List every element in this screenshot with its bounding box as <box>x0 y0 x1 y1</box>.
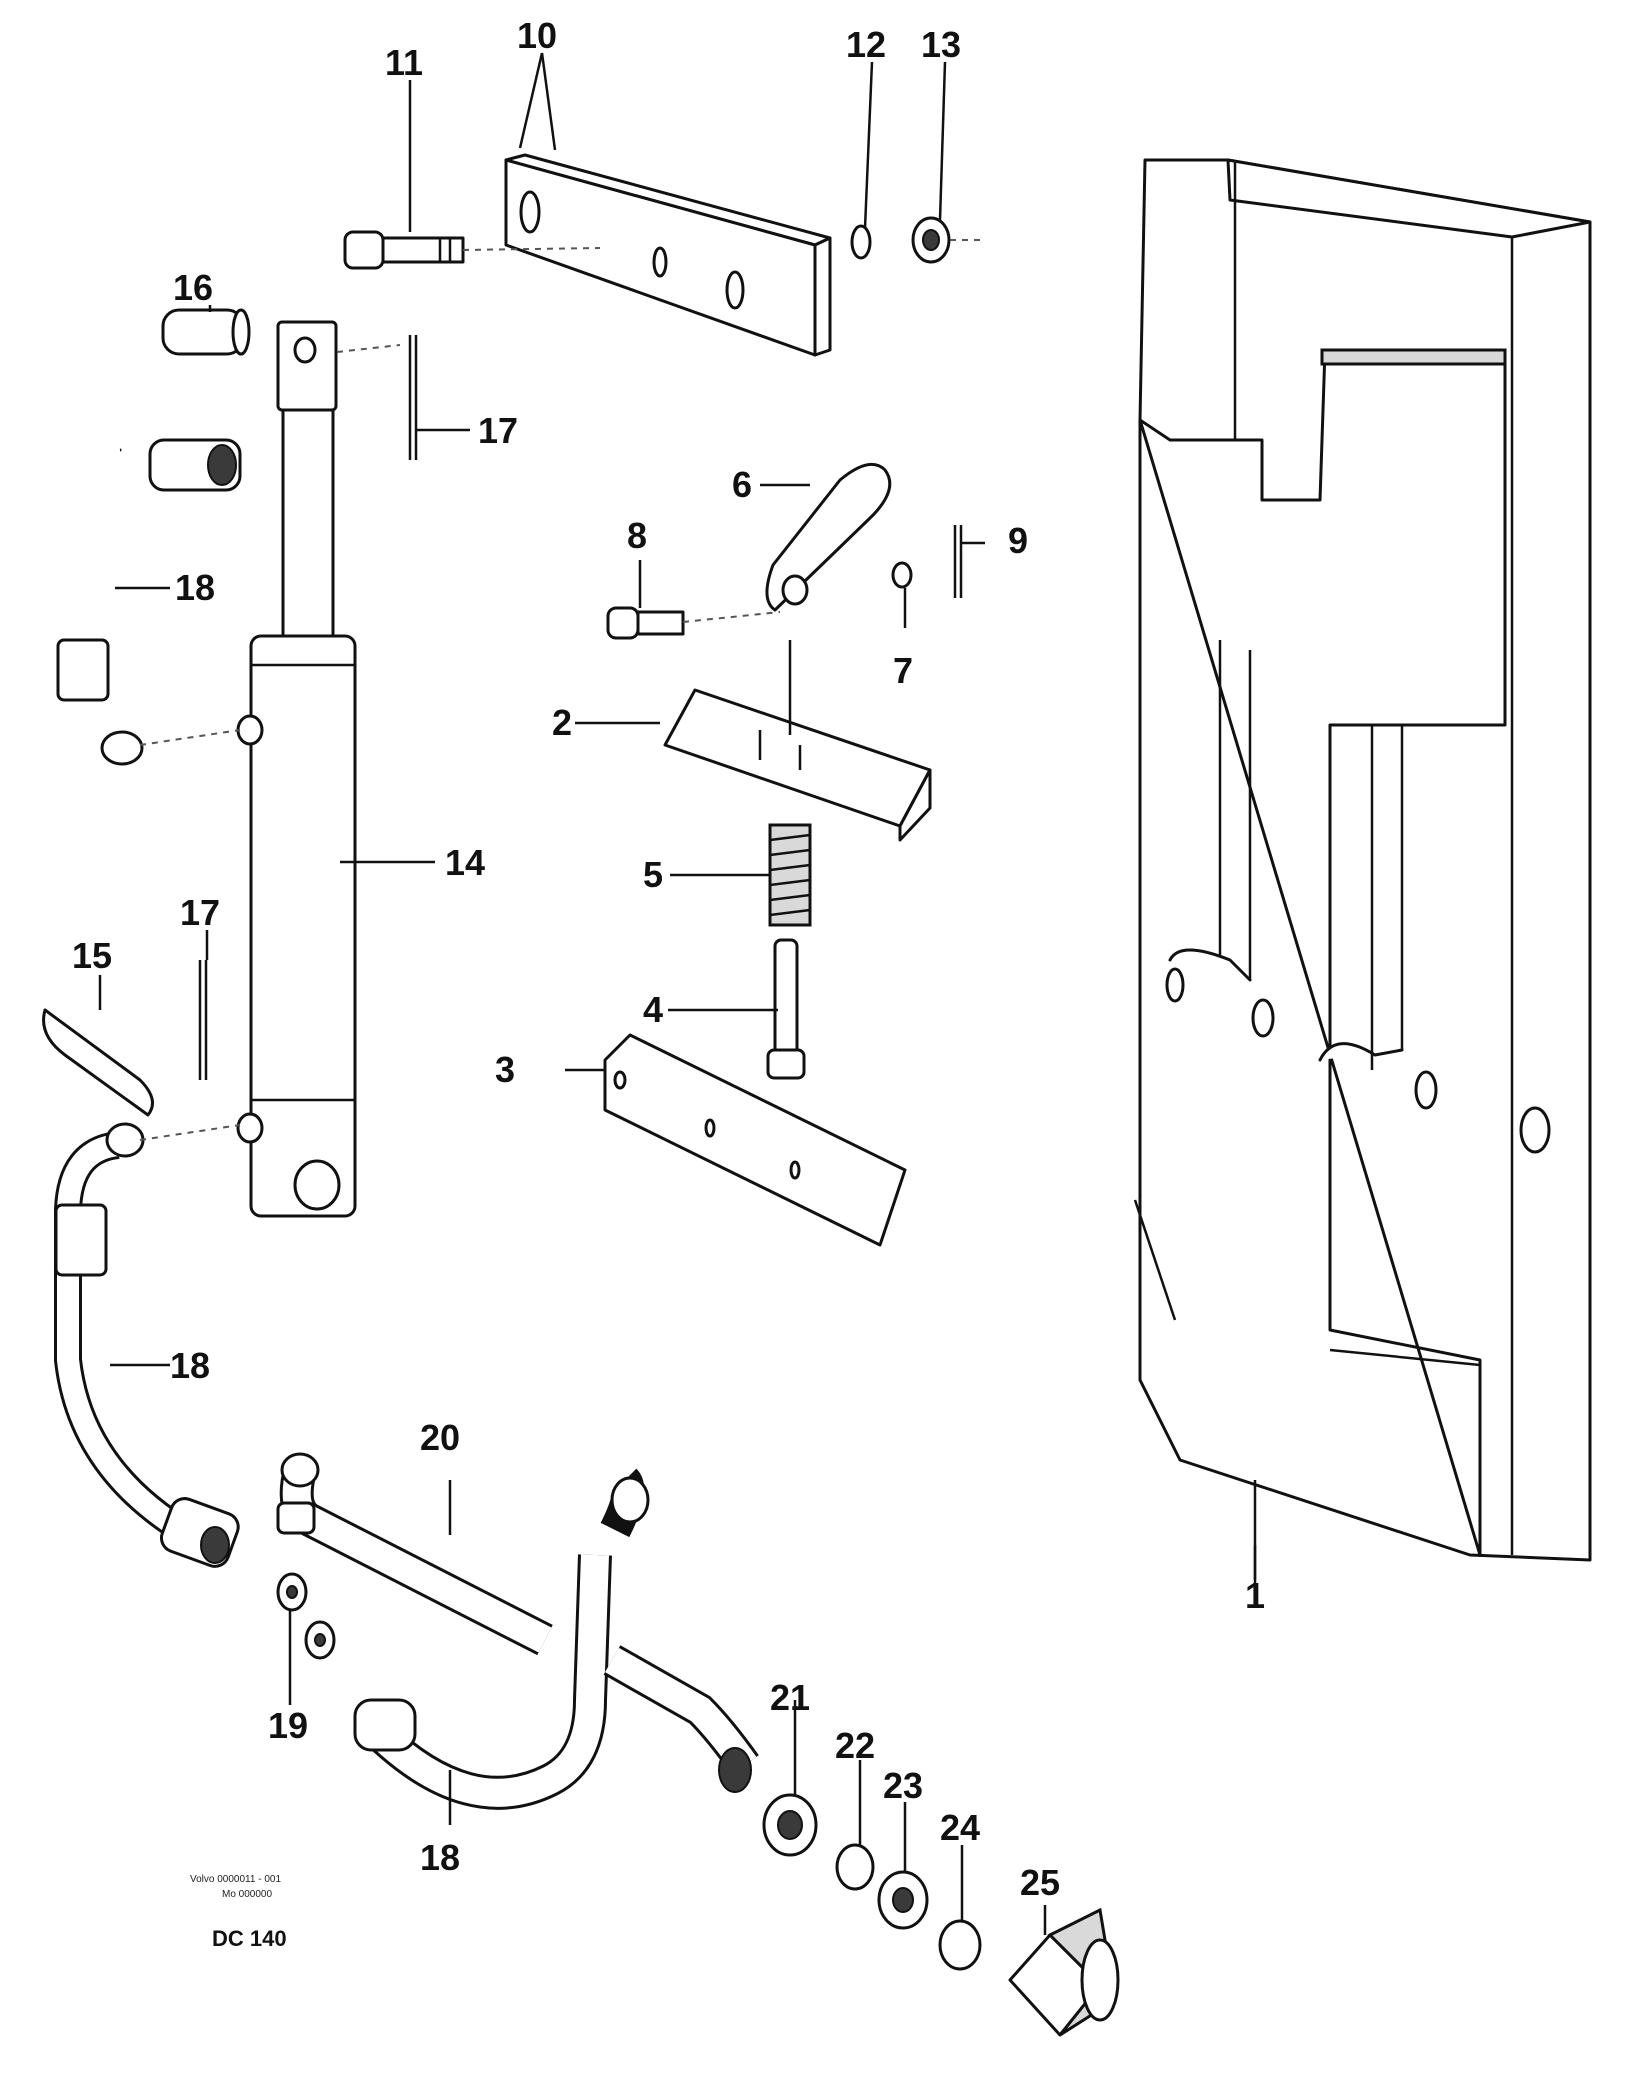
callout-4: 4 <box>643 989 663 1030</box>
lock-bar <box>663 640 932 842</box>
slotted-plate <box>504 153 832 357</box>
split-pin-upper <box>408 335 418 460</box>
callout-2: 2 <box>552 702 572 743</box>
coupling-nut <box>762 1793 818 1857</box>
callout-9: 9 <box>1008 520 1028 561</box>
callout-21: 21 <box>770 1677 810 1718</box>
guide-rail <box>603 1033 907 1247</box>
washer <box>850 224 872 260</box>
nipple <box>877 1870 929 1930</box>
callout-18a: 18 <box>175 567 215 608</box>
pin-upper <box>161 308 251 356</box>
callout-24: 24 <box>940 1807 980 1848</box>
callout-10: 10 <box>517 15 557 56</box>
hose-upper <box>56 438 242 766</box>
callout-12: 12 <box>846 24 886 65</box>
callout-23: 23 <box>883 1765 923 1806</box>
callout-18c: 18 <box>420 1837 460 1878</box>
callout-18b: 18 <box>170 1345 210 1386</box>
callout-19: 19 <box>268 1705 308 1746</box>
spring <box>768 823 812 927</box>
nut <box>911 216 985 264</box>
callout-16: 16 <box>173 267 213 308</box>
callout-labels: 1 2 3 4 5 6 7 8 9 10 11 12 13 14 15 16 1… <box>72 15 1265 1903</box>
callout-11: 11 <box>385 42 423 83</box>
adapter <box>276 1572 336 1660</box>
pin-bolt <box>606 606 781 640</box>
lever <box>765 462 892 612</box>
callout-15: 15 <box>72 935 112 976</box>
callout-6: 6 <box>732 464 752 505</box>
guide-pin <box>766 938 806 1080</box>
drawing-reference: Volvo 0000011 - 001 Mo 000000 DC 140 <box>190 1874 287 1951</box>
callout-14: 14 <box>445 842 485 883</box>
small-washer <box>891 561 913 589</box>
callout-8: 8 <box>627 515 647 556</box>
callout-5: 5 <box>643 854 663 895</box>
quick-coupling <box>1008 1907 1120 2037</box>
reference-line-2: Mo 000000 <box>222 1889 272 1900</box>
pin-lower <box>42 1008 154 1117</box>
counterweight-block <box>1133 158 1592 1580</box>
callout-20: 20 <box>420 1417 460 1458</box>
pipe <box>276 1452 553 1656</box>
callout-17b: 17 <box>180 892 220 933</box>
leader-lines <box>98 52 1257 1935</box>
sealing-washer-2 <box>938 1919 982 1971</box>
sealing-washer-1 <box>835 1843 875 1891</box>
hydraulic-cylinder <box>236 320 401 1218</box>
callout-3: 3 <box>495 1049 515 1090</box>
callout-22: 22 <box>835 1725 875 1766</box>
bolt <box>343 230 601 270</box>
callout-7: 7 <box>893 650 913 691</box>
hose-u-lower <box>353 1468 759 1810</box>
spring-pin <box>953 525 963 598</box>
callout-1: 1 <box>1245 1575 1265 1616</box>
callout-25: 25 <box>1020 1862 1060 1903</box>
callout-17a: 17 <box>478 410 518 451</box>
drawing-code: DC 140 <box>212 1926 287 1951</box>
reference-line-1: Volvo 0000011 - 001 <box>190 1874 281 1885</box>
callout-13: 13 <box>921 24 961 65</box>
hose-left-lower <box>54 1122 241 1568</box>
split-pin-lower <box>198 960 208 1080</box>
